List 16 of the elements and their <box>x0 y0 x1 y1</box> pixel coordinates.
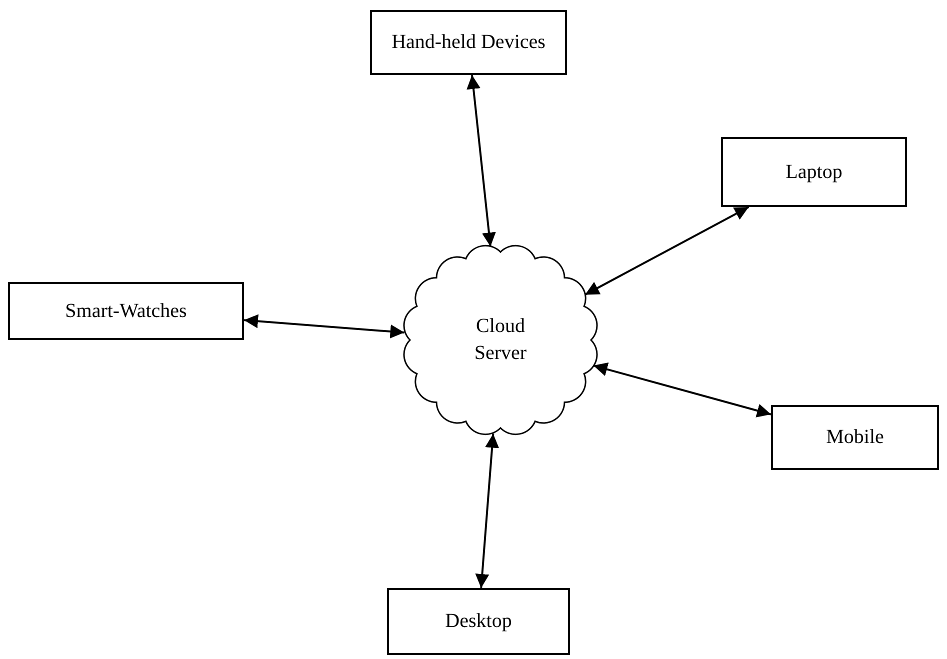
node-label: Hand-held Devices <box>392 31 546 54</box>
device-box <box>370 10 567 75</box>
double-arrow <box>466 74 496 247</box>
node-label: Desktop <box>445 610 512 633</box>
node-label: Cloud Server <box>473 314 528 366</box>
double-arrow <box>244 314 404 338</box>
device-box <box>8 282 244 340</box>
device-box <box>771 405 939 470</box>
device-box <box>721 137 907 207</box>
double-arrow <box>475 434 500 588</box>
node-label: Laptop <box>786 160 842 184</box>
node-label: Smart-Watches <box>65 300 187 322</box>
double-arrow <box>593 362 772 418</box>
device-box <box>387 588 570 655</box>
node-label: Mobile <box>826 426 884 449</box>
double-arrow <box>584 206 750 296</box>
